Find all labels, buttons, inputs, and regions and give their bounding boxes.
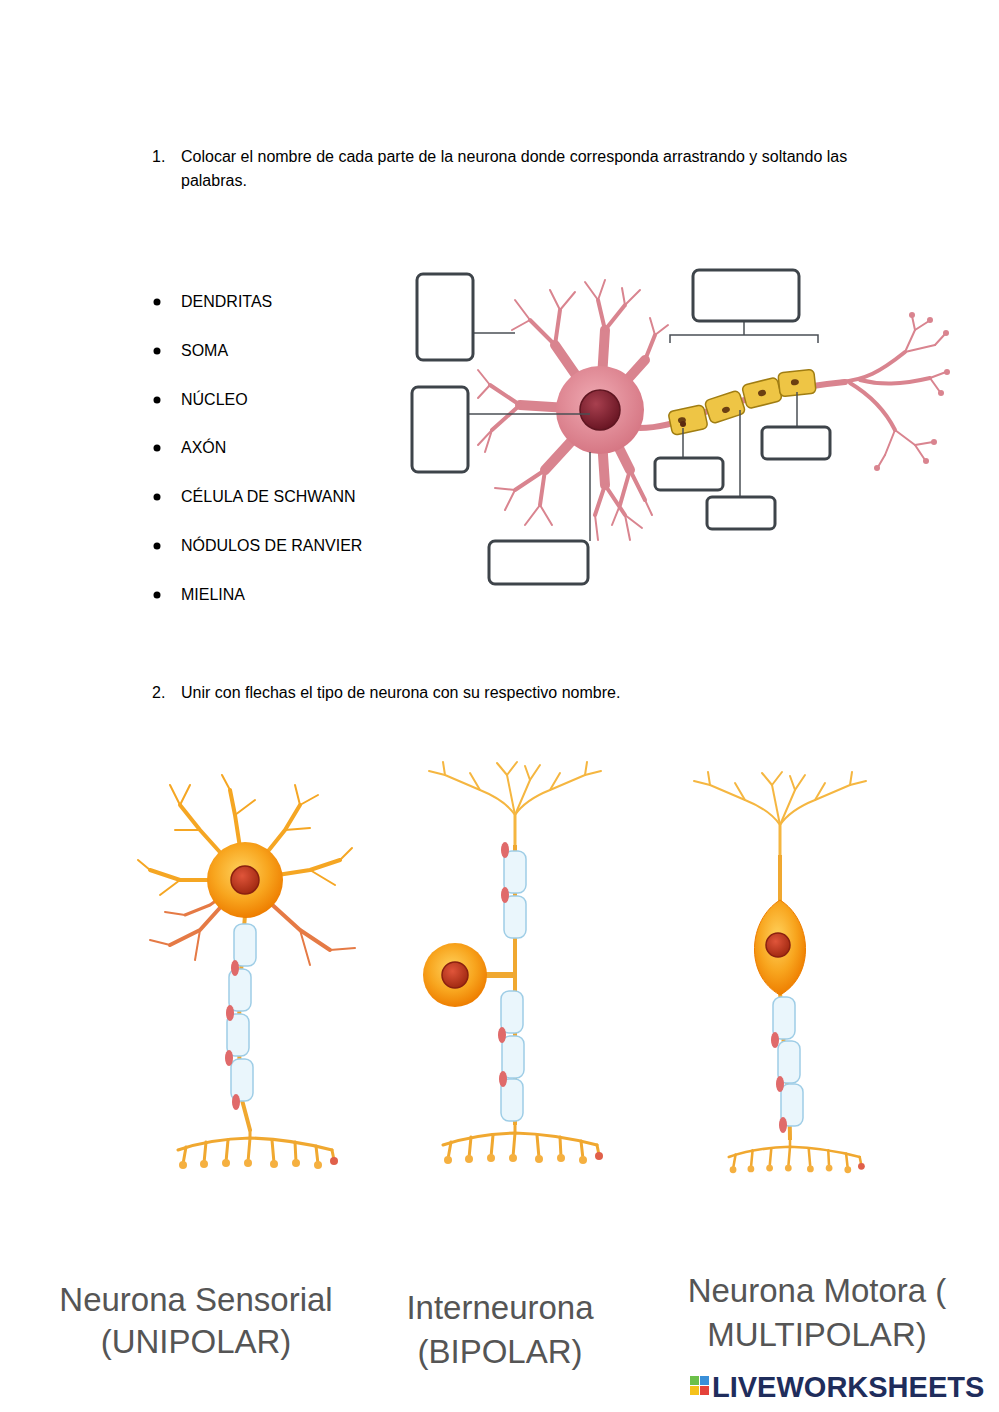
unipolar-neuron [138, 775, 355, 1169]
neuron-illustration [412, 270, 950, 584]
neuron-caption: Neurona Sensorial (UNIPOLAR) [40, 1279, 352, 1363]
word-option: CÉLULA DE SCHWANN [181, 485, 356, 509]
word-option: AXÓN [181, 436, 226, 460]
list-number: 1. [152, 145, 165, 169]
logo-icon [690, 1376, 709, 1395]
word-option: MIELINA [181, 583, 245, 607]
neuron-caption: Neurona Motora ( MULTIPOLAR) [672, 1269, 962, 1357]
logo-text: LIVEWORKSHEETS [712, 1372, 984, 1402]
word-option: NÚCLEO [181, 388, 248, 412]
list-number: 2. [152, 681, 165, 705]
bullet-dots [154, 299, 161, 599]
multipolar-neuron [694, 772, 866, 1173]
neuron-caption: Interneurona (BIPOLAR) [360, 1286, 640, 1374]
instruction-text: Colocar el nombre de cada parte de la ne… [181, 145, 853, 193]
word-option: SOMA [181, 339, 228, 363]
word-option: NÓDULOS DE RANVIER [181, 534, 362, 558]
bipolar-neuron [423, 762, 603, 1164]
instruction-text: Unir con flechas el tipo de neurona con … [181, 681, 620, 705]
word-option: DENDRITAS [181, 290, 272, 314]
